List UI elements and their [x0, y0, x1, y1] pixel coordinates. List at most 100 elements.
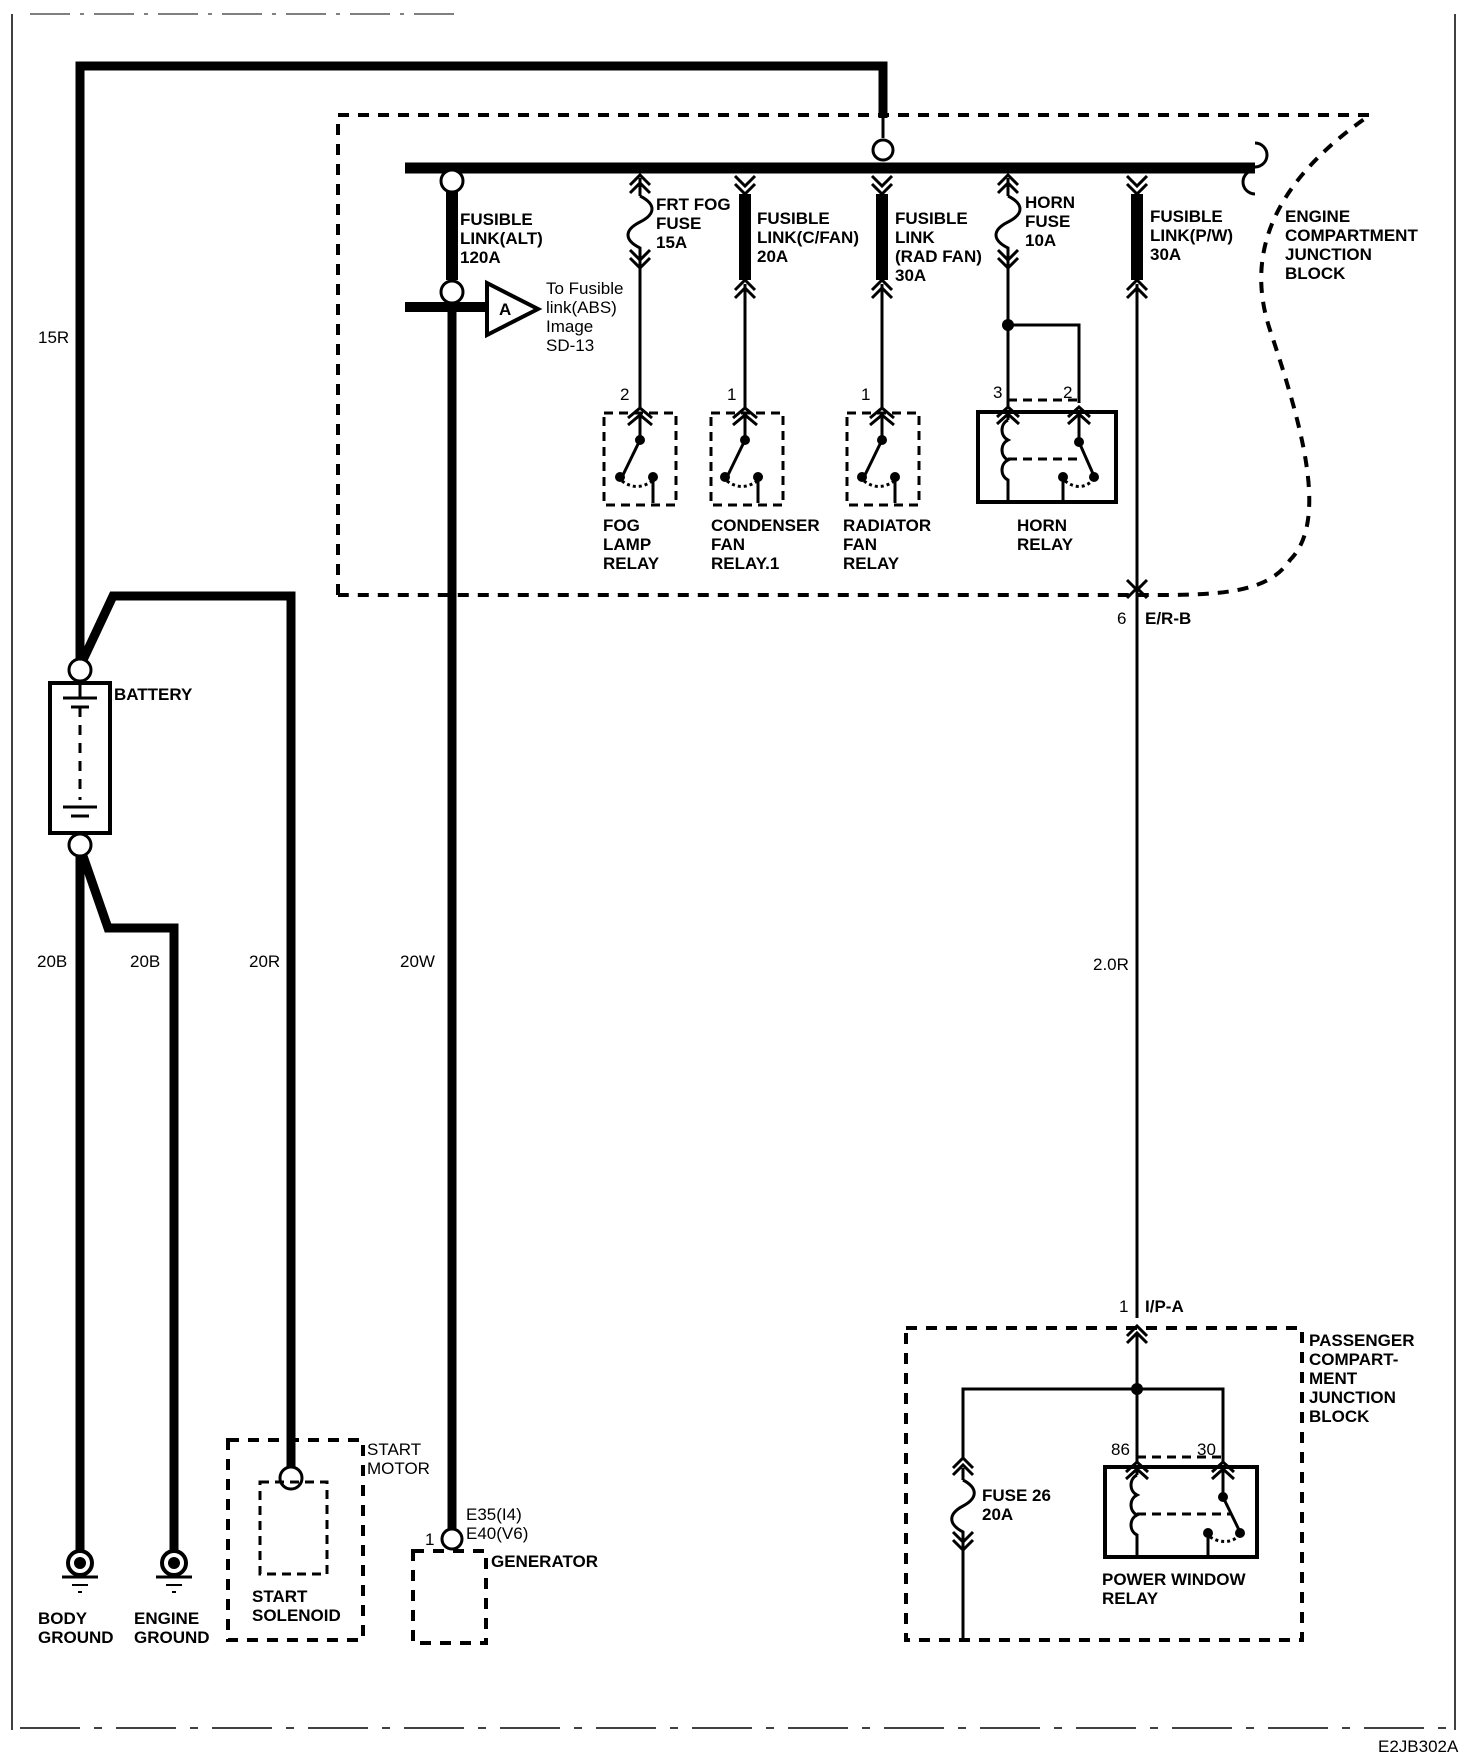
start-solenoid-label: START SOLENOID — [252, 1587, 341, 1625]
svg-text:ENGINE: ENGINE — [134, 1609, 199, 1628]
svg-text:COMPARTMENT: COMPARTMENT — [1285, 226, 1418, 245]
engine-junction-block-label: ENGINE COMPARTMENT JUNCTION BLOCK — [1285, 207, 1418, 283]
frt-fog-fuse — [626, 172, 654, 408]
wire-20b-engine — [78, 854, 179, 1555]
svg-text:10A: 10A — [1025, 231, 1056, 250]
svg-text:20A: 20A — [757, 247, 788, 266]
fog-relay-pin: 2 — [620, 385, 629, 404]
generator-label: GENERATOR — [491, 1552, 598, 1571]
svg-text:HORN: HORN — [1025, 193, 1075, 212]
svg-text:LAMP: LAMP — [603, 535, 651, 554]
offpage-connector-a[interactable]: A — [485, 279, 543, 339]
wire-label-2-0r: 2.0R — [1093, 955, 1129, 974]
svg-text:JUNCTION: JUNCTION — [1285, 245, 1372, 264]
wire-label-20r: 20R — [249, 952, 280, 971]
svg-text:GROUND: GROUND — [38, 1628, 114, 1647]
generator[interactable] — [411, 1549, 488, 1645]
horn-relay-pin-3: 3 — [993, 383, 1002, 402]
condenser-fan-relay-label: CONDENSER FAN RELAY.1 — [711, 516, 820, 573]
svg-text:E35(I4): E35(I4) — [466, 1505, 522, 1524]
engine-junction-block-boundary — [336, 113, 1377, 597]
generator-pin: 1 — [425, 1530, 434, 1549]
svg-text:FUSIBLE: FUSIBLE — [895, 209, 968, 228]
pw-relay-pin-30: 30 — [1197, 1440, 1216, 1459]
condenser-fan-relay[interactable] — [709, 406, 785, 507]
svg-text:RELAY: RELAY — [1102, 1589, 1159, 1608]
horn-relay[interactable] — [976, 398, 1118, 504]
svg-text:Image: Image — [546, 317, 593, 336]
svg-text:RELAY: RELAY — [843, 554, 900, 573]
offpage-label: To Fusible link(ABS) Image SD-13 — [546, 279, 623, 355]
body-ground-symbol — [62, 1549, 98, 1593]
wire-label-15r: 15R — [38, 328, 69, 347]
svg-text:FOG: FOG — [603, 516, 640, 535]
svg-text:MENT: MENT — [1309, 1369, 1358, 1388]
svg-text:POWER WINDOW: POWER WINDOW — [1102, 1570, 1246, 1589]
generator-connector-label: E35(I4) E40(V6) — [466, 1505, 528, 1543]
fl-radfan — [870, 174, 894, 408]
fl-radfan-label: FUSIBLE LINK (RAD FAN) 30A — [895, 209, 982, 285]
fl-cfan-label: FUSIBLE LINK(C/FAN) 20A — [757, 209, 859, 266]
fl-pw — [1125, 174, 1149, 1318]
svg-text:FUSIBLE: FUSIBLE — [460, 210, 533, 229]
svg-text:20A: 20A — [982, 1505, 1013, 1524]
engine-ground-symbol — [156, 1549, 192, 1593]
battery — [48, 657, 112, 858]
ip-a-pin: 1 — [1119, 1297, 1128, 1316]
start-motor[interactable] — [226, 1438, 365, 1642]
svg-text:FUSE: FUSE — [656, 214, 701, 233]
svg-text:SD-13: SD-13 — [546, 336, 594, 355]
bus-bar-break-icon — [1241, 141, 1269, 196]
generator-terminal — [440, 1527, 464, 1551]
svg-text:BLOCK: BLOCK — [1309, 1407, 1370, 1426]
radiator-fan-relay[interactable] — [845, 406, 921, 507]
pjb-label: PASSENGER COMPART- MENT JUNCTION BLOCK — [1309, 1331, 1415, 1426]
fuse-26-label: FUSE 26 20A — [982, 1486, 1051, 1524]
wire-label-20b-engine: 20B — [130, 952, 160, 971]
wire-label-20b-body: 20B — [37, 952, 67, 971]
svg-text:120A: 120A — [460, 248, 501, 267]
er-b-connector: E/R-B — [1145, 609, 1191, 628]
er-b-pin: 6 — [1117, 609, 1126, 628]
horn-fuse-label: HORN FUSE 10A — [1025, 193, 1075, 250]
svg-text:LINK(P/W): LINK(P/W) — [1150, 226, 1233, 245]
svg-text:FUSIBLE: FUSIBLE — [1150, 207, 1223, 226]
fog-lamp-relay-label: FOG LAMP RELAY — [603, 516, 660, 573]
fl-alt-top-terminal — [439, 168, 465, 194]
passenger-junction-block-boundary — [904, 1326, 1304, 1642]
svg-text:GROUND: GROUND — [134, 1628, 210, 1647]
svg-text:BODY: BODY — [38, 1609, 88, 1628]
svg-text:BLOCK: BLOCK — [1285, 264, 1346, 283]
power-window-relay[interactable] — [1103, 1455, 1259, 1559]
engine-ground-label: ENGINE GROUND — [134, 1609, 210, 1647]
horn-relay-label: HORN RELAY — [1017, 516, 1074, 554]
svg-text:FUSIBLE: FUSIBLE — [757, 209, 830, 228]
frt-fog-fuse-label: FRT FOG FUSE 15A — [656, 195, 731, 252]
svg-text:LINK: LINK — [895, 228, 935, 247]
svg-text:FRT FOG: FRT FOG — [656, 195, 731, 214]
svg-text:SOLENOID: SOLENOID — [252, 1606, 341, 1625]
pw-relay-pin-86: 86 — [1111, 1440, 1130, 1459]
svg-text:MOTOR: MOTOR — [367, 1459, 430, 1478]
svg-text:HORN: HORN — [1017, 516, 1067, 535]
svg-text:FUSE: FUSE — [1025, 212, 1070, 231]
svg-text:COMPART-: COMPART- — [1309, 1350, 1398, 1369]
power-window-relay-label: POWER WINDOW RELAY — [1102, 1570, 1246, 1608]
battery-label: BATTERY — [114, 685, 193, 704]
svg-text:LINK(ALT): LINK(ALT) — [460, 229, 543, 248]
wire-label-20w: 20W — [400, 952, 435, 971]
svg-text:To Fusible: To Fusible — [546, 279, 623, 298]
svg-text:(RAD FAN): (RAD FAN) — [895, 247, 982, 266]
horn-relay-pin-2: 2 — [1063, 383, 1072, 402]
svg-text:START: START — [367, 1440, 421, 1459]
svg-text:FAN: FAN — [711, 535, 745, 554]
svg-text:LINK(C/FAN): LINK(C/FAN) — [757, 228, 859, 247]
svg-text:15A: 15A — [656, 233, 687, 252]
page-frame — [11, 13, 1456, 1730]
figure-code: E2JB302A — [1378, 1737, 1459, 1756]
svg-text:FUSE 26: FUSE 26 — [982, 1486, 1051, 1505]
svg-text:30A: 30A — [895, 266, 926, 285]
svg-text:JUNCTION: JUNCTION — [1309, 1388, 1396, 1407]
fog-lamp-relay[interactable] — [602, 406, 678, 507]
